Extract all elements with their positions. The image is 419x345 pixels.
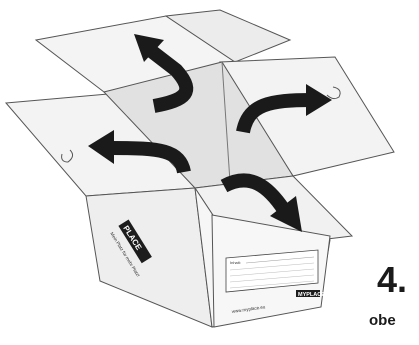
step-number: 4.: [377, 262, 407, 298]
step-caption: obe: [369, 313, 396, 328]
front-brand: MYPLACE: [298, 292, 325, 298]
label-title: Inhalt:: [230, 260, 241, 265]
